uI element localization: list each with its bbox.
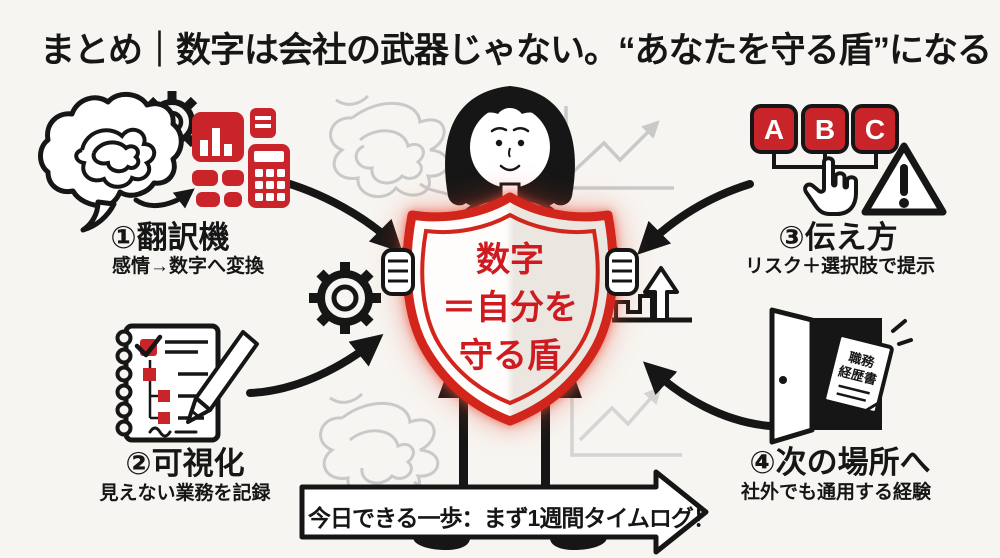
left-hand-icon bbox=[381, 248, 415, 296]
left-leg bbox=[459, 396, 468, 526]
button-c-label: C bbox=[865, 114, 885, 145]
flow-arrows bbox=[246, 176, 774, 430]
tangled-scribble-icon bbox=[74, 127, 157, 189]
warning-triangle-icon bbox=[861, 142, 947, 216]
arrow-topright-to-shield bbox=[637, 180, 754, 255]
scribble-bottom-icon bbox=[319, 392, 448, 499]
right-hand-icon bbox=[605, 248, 639, 296]
shield-message-line3: 守る盾 bbox=[459, 337, 561, 375]
quadrant4-sublabel: 社外でも通用する経験 bbox=[740, 482, 931, 503]
shield-outer bbox=[402, 192, 618, 426]
line-chart-bottom-icon bbox=[570, 380, 682, 457]
shield-message: 数字 ＝自分を 守る盾 bbox=[410, 236, 610, 380]
face-features bbox=[490, 127, 530, 172]
right-leg bbox=[541, 396, 550, 526]
gear-left-icon bbox=[309, 262, 381, 334]
button-a-label: A bbox=[764, 114, 784, 145]
arrow-topleft-to-shield bbox=[272, 176, 403, 253]
shield bbox=[402, 192, 618, 426]
door-panel-icon bbox=[769, 307, 815, 445]
banner-arrow-box bbox=[299, 469, 709, 555]
line-chart-top-icon bbox=[564, 106, 674, 190]
quadrant1-label: ①翻訳機 bbox=[110, 220, 230, 255]
scribble-top-icon bbox=[329, 94, 454, 200]
quadrant3-sublabel: リスク＋選択肢で提示 bbox=[744, 256, 935, 277]
growth-chart-icon bbox=[612, 266, 692, 323]
q2-icon-group bbox=[115, 323, 259, 443]
quadrant3-label: ③伝え方 bbox=[778, 220, 898, 255]
arrow-bottomright-to-shield bbox=[642, 361, 774, 430]
checklist-content bbox=[134, 334, 208, 438]
shield-message-line1: 数字 bbox=[476, 241, 544, 279]
notebook-spiral-icon bbox=[115, 329, 133, 437]
face bbox=[470, 106, 550, 188]
door-knob-icon bbox=[779, 376, 787, 384]
quadrant2-label: ②可視化 bbox=[125, 446, 245, 481]
sparkle-lines-icon bbox=[891, 319, 913, 346]
small-arrow-icon bbox=[133, 188, 195, 209]
q3-icon-group: A B C bbox=[750, 104, 947, 216]
arrow-bottomleft-to-shield bbox=[246, 333, 384, 397]
hair-bangs bbox=[470, 96, 550, 130]
pen-icon bbox=[186, 330, 259, 424]
button-c bbox=[851, 104, 899, 154]
q1-icon-group bbox=[38, 91, 290, 233]
pointer-hand-icon bbox=[803, 156, 858, 216]
resume-document-icon: 職務 経歴書 bbox=[822, 333, 894, 415]
resume-title-line1: 職務 bbox=[847, 350, 877, 371]
quadrant1-sublabel: 感情→数字へ変換 bbox=[111, 256, 264, 277]
shield-inner-line bbox=[420, 212, 600, 406]
button-b bbox=[801, 104, 849, 154]
button-b-label: B bbox=[815, 114, 835, 145]
thought-cloud-icon bbox=[38, 92, 184, 209]
hands bbox=[381, 248, 639, 296]
red-dashboard-calculator-icon bbox=[192, 108, 290, 208]
quadrant2-sublabel: 見えない業務を記録 bbox=[99, 483, 271, 504]
banner-message: 今日できる一歩：まず1週間タイムログ！ bbox=[308, 505, 716, 531]
q4-icon-group: 職務 経歴書 bbox=[769, 307, 913, 445]
button-a bbox=[750, 104, 798, 154]
quadrant4-label: ④次の場所へ bbox=[749, 445, 931, 480]
thought-cloud-tail-icon bbox=[80, 199, 117, 233]
page-title: まとめ｜数字は会社の武器じゃない。“あなたを守る盾”になる bbox=[40, 31, 992, 70]
shield-message-line2: ＝自分を bbox=[442, 289, 578, 327]
